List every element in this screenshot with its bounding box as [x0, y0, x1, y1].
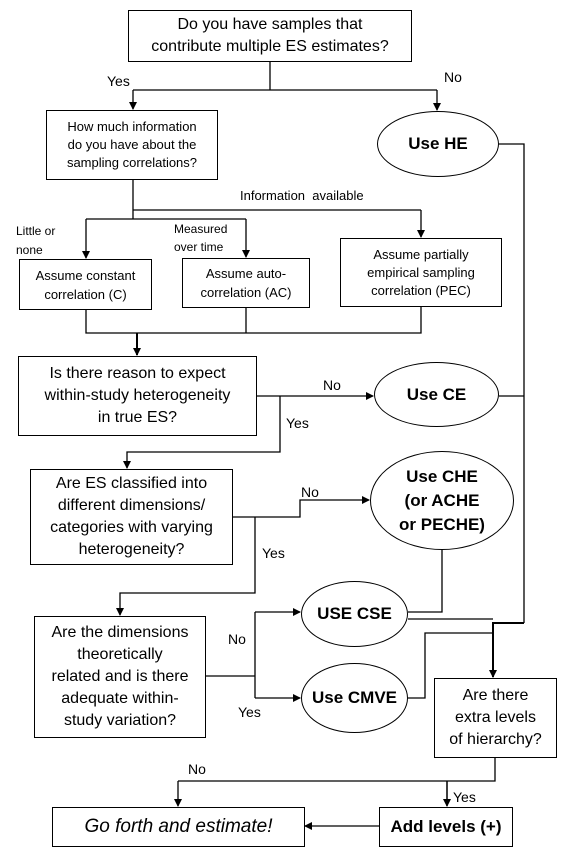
- use-cmve-node: Use CMVE: [301, 663, 408, 733]
- edge-label-little-or-none: Little or none: [16, 224, 56, 257]
- edge-info-split: [86, 180, 421, 220]
- assume-pec-box: Assume partially empirical sampling corr…: [340, 238, 502, 307]
- use-cmve-text: Use CMVE: [311, 688, 398, 707]
- edge-label-yes-dimensions: Yes: [286, 415, 309, 431]
- edge-he-down: [499, 143, 525, 623]
- question-dimensions-text: Are ES classified into different dimensi…: [50, 475, 213, 558]
- question-extra-levels: Are there extra levels of hierarchy?: [434, 678, 557, 758]
- edge-label-measured-over-time: Measured over time: [174, 222, 228, 254]
- edge-yes-to-related: [116, 517, 256, 616]
- use-cse-text: USE CSE: [317, 604, 392, 623]
- edge-label-yes-cmve: Yes: [238, 704, 261, 720]
- edge-label-yes-info: Yes: [107, 73, 130, 89]
- question-within-heterogeneity: Is there reason to expect within-study h…: [18, 356, 257, 436]
- go-forth-box: Go forth and estimate!: [52, 807, 305, 847]
- edge-label-yes-add-levels: Yes: [453, 789, 476, 805]
- edge-che-down: [408, 550, 443, 613]
- edge-label-information-available: Information available: [240, 188, 364, 203]
- edge-to-levels: [489, 622, 524, 678]
- question-dimensions-related-text: Are the dimensions theoretically related…: [51, 624, 189, 729]
- question-extra-levels-text: Are there extra levels of hierarchy?: [449, 687, 542, 748]
- edge-label-no-cse: No: [228, 631, 246, 647]
- use-he-node: Use HE: [377, 111, 499, 177]
- edge-yes-to-dimensions: [123, 396, 281, 469]
- question-dimensions: Are ES classified into different dimensi…: [30, 469, 233, 565]
- assume-constant-text: Assume constant correlation (C): [35, 267, 136, 302]
- edge-no-to-che: [233, 496, 370, 518]
- edge-related-split: [206, 612, 256, 698]
- question-multiple-estimates: Do you have samples that contribute mult…: [128, 10, 412, 62]
- go-forth-text: Go forth and estimate!: [84, 816, 273, 837]
- edge-label-no-ce: No: [323, 377, 341, 393]
- use-ce-node: Use CE: [374, 362, 499, 427]
- edge-label-no-go-forth: No: [188, 761, 206, 777]
- edge-label-no-he: No: [444, 69, 462, 85]
- question-information-text: How much information do you have about t…: [66, 119, 198, 170]
- assume-auto-box: Assume auto- correlation (AC): [182, 258, 310, 308]
- assume-pec-text: Assume partially empirical sampling corr…: [367, 246, 475, 298]
- edge-q-multiple-split: [133, 62, 437, 91]
- question-information: How much information do you have about t…: [46, 110, 218, 180]
- use-ce-text: Use CE: [406, 384, 467, 404]
- edge-cmve-right: [408, 632, 493, 699]
- use-che-node: Use CHE (or ACHE or PECHE): [370, 451, 514, 550]
- add-levels-box: Add levels (+): [379, 807, 513, 847]
- assume-constant-box: Assume constant correlation (C): [19, 259, 152, 310]
- assume-auto-text: Assume auto- correlation (AC): [200, 266, 292, 300]
- edge-label-no-che: No: [301, 484, 319, 500]
- edge-merge: [85, 307, 422, 334]
- add-levels-text: Add levels (+): [390, 817, 502, 836]
- use-he-text: Use HE: [408, 134, 468, 153]
- use-cse-node: USE CSE: [301, 581, 408, 647]
- edge-label-yes-related: Yes: [262, 545, 285, 561]
- question-within-heterogeneity-text: Is there reason to expect within-study h…: [44, 365, 231, 426]
- question-dimensions-related: Are the dimensions theoretically related…: [34, 616, 206, 738]
- use-che-text: Use CHE (or ACHE or PECHE): [399, 466, 485, 534]
- question-multiple-estimates-text: Do you have samples that contribute mult…: [151, 16, 389, 55]
